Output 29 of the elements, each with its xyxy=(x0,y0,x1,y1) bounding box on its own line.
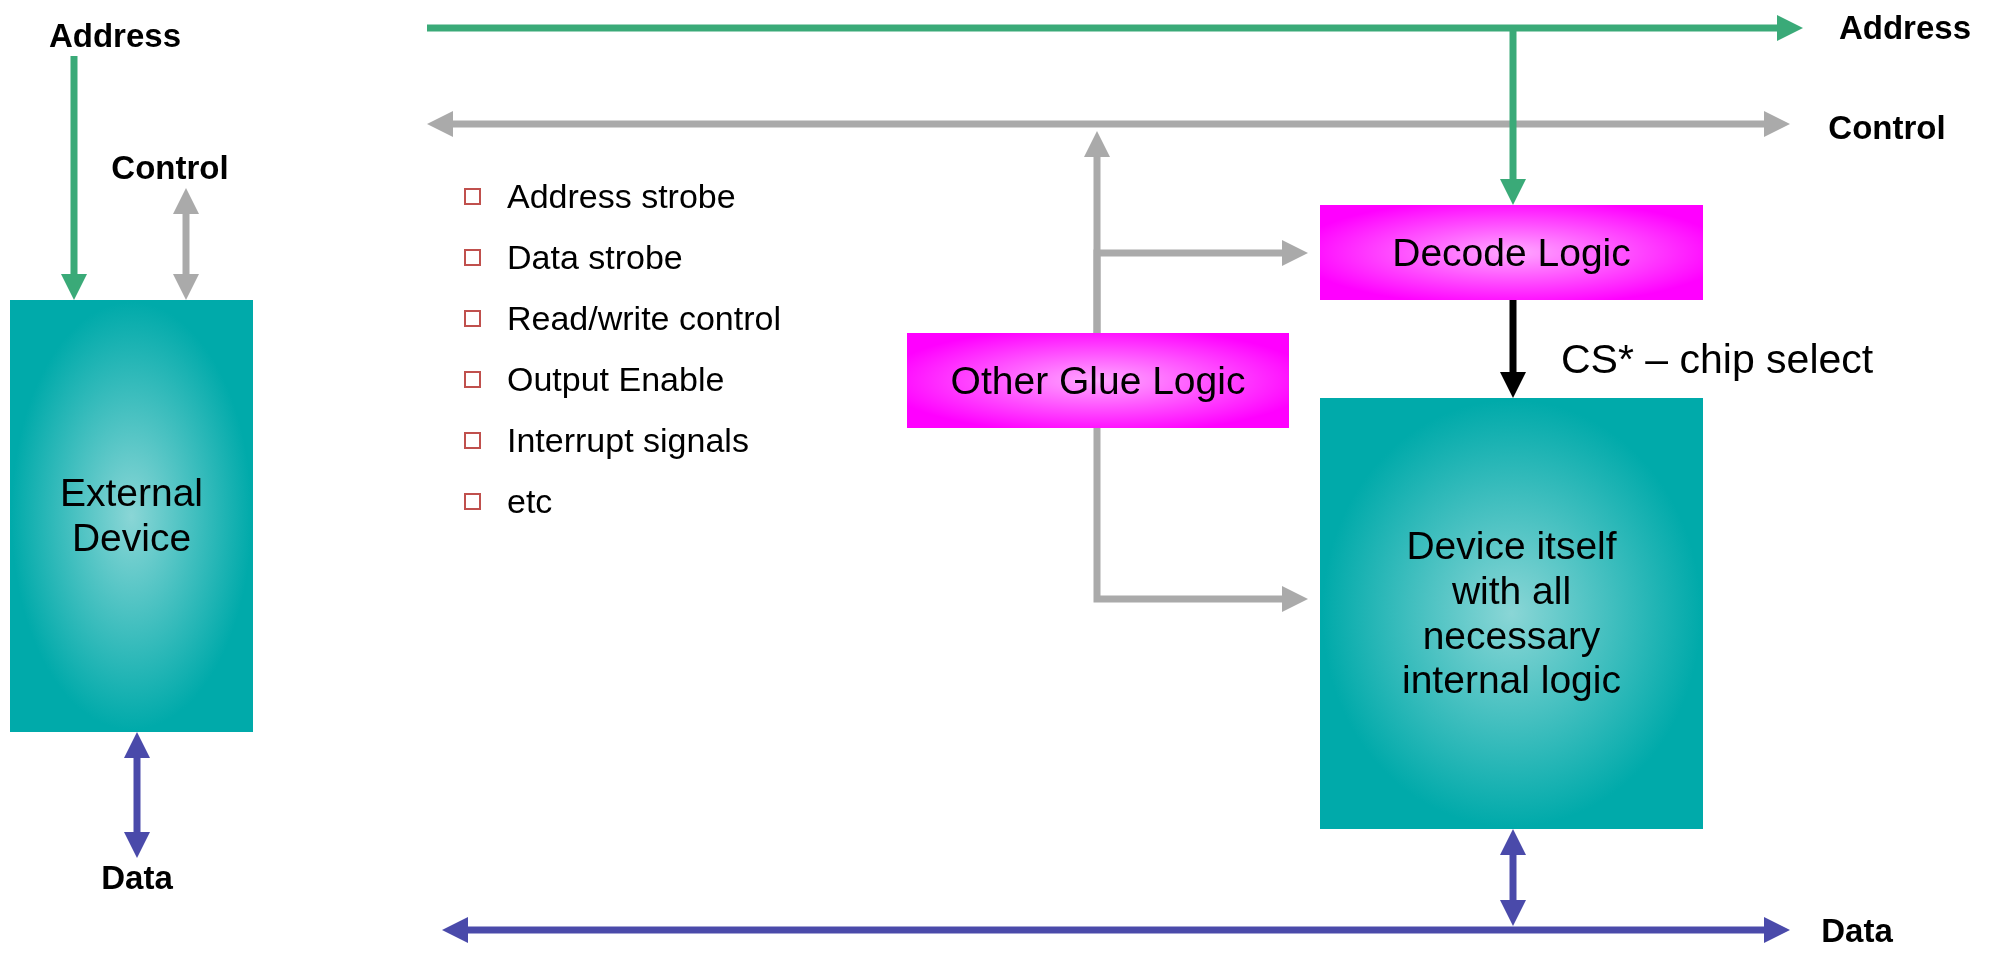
list-item-text: Read/write control xyxy=(507,298,781,338)
logic-block xyxy=(907,333,1289,428)
bus-label: Address xyxy=(1815,8,1995,48)
bus-label: Control xyxy=(92,148,248,188)
device-block xyxy=(1320,398,1703,829)
arrow xyxy=(427,111,1790,137)
block-label: Decode Logic xyxy=(1392,230,1631,275)
list-item-text: etc xyxy=(507,481,553,521)
block-label: Other Glue Logic xyxy=(950,358,1246,403)
list-item-text: Data strobe xyxy=(507,237,683,277)
block-label: Device itself with all necessary internal logic xyxy=(1401,523,1622,704)
device-block xyxy=(10,300,253,732)
arrow xyxy=(124,732,150,858)
arrow xyxy=(1500,300,1526,398)
list-item-text: Address strobe xyxy=(507,176,736,216)
logic-block xyxy=(1320,205,1703,300)
arrow xyxy=(1500,829,1526,926)
bus-label: Data xyxy=(85,858,189,898)
bus-label: Address xyxy=(30,16,200,56)
list-item-text: Output Enable xyxy=(507,359,725,399)
arrow xyxy=(1093,240,1308,333)
arrow xyxy=(173,188,199,300)
arrow xyxy=(442,917,1790,943)
block-label: External Device xyxy=(58,471,205,561)
bus-label: Data xyxy=(1802,912,1912,950)
arrow xyxy=(1500,28,1526,205)
arrow xyxy=(1093,428,1308,612)
bus-label: Control xyxy=(1802,108,1972,148)
list-item-text: Interrupt signals xyxy=(507,420,749,460)
